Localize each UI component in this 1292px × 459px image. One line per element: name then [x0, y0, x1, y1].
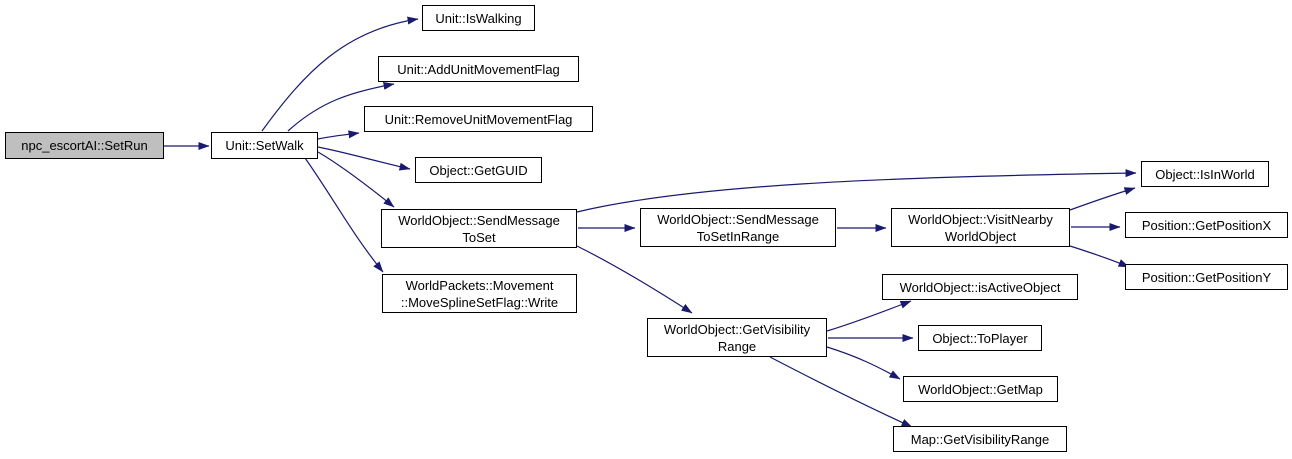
edge-setwalk-addflag [287, 81, 395, 132]
node-label: Object::IsInWorld [1155, 166, 1255, 182]
node-object-isinworld[interactable]: Object::IsInWorld [1141, 161, 1269, 187]
node-label: Unit::RemoveUnitMovementFlag [384, 111, 573, 127]
node-label: Unit::IsWalking [435, 10, 522, 26]
edge-visitnearby-isinworld [1069, 187, 1136, 211]
node-label: WorldObject::SendMessage ToSet [398, 212, 560, 245]
node-label: WorldObject::GetVisibility Range [663, 321, 811, 354]
edge-setwalk-getguid [317, 146, 411, 171]
edge-sendmsgtoset-isinworld [576, 169, 1137, 213]
node-label: WorldObject::GetMap [918, 381, 1043, 397]
node-label: npc_escortAI::SetRun [21, 138, 148, 153]
node-label: WorldObject::SendMessage ToSetInRange [657, 211, 819, 244]
node-unit-addunitmovementflag[interactable]: Unit::AddUnitMovementFlag [378, 56, 579, 82]
edge-setwalk-iswalking [261, 16, 419, 132]
edge-getvisrange-isactive [826, 300, 912, 332]
node-label: WorldPackets::Movement ::MoveSplineSetFl… [400, 277, 559, 310]
node-worldpackets-movesplinesetflag-write[interactable]: WorldPackets::Movement ::MoveSplineSetFl… [382, 274, 577, 313]
edge-setwalk-removeflag [317, 130, 360, 140]
node-label: Position::GetPositionX [1141, 217, 1272, 233]
node-object-toplayer[interactable]: Object::ToPlayer [918, 325, 1042, 351]
edge-setwalk-movespline [304, 157, 384, 273]
edge-sendmsgtoset-getvisrange [576, 245, 693, 314]
node-npc-escortai-setrun: npc_escortAI::SetRun [5, 132, 164, 159]
node-label: Object::GetGUID [429, 162, 528, 178]
edge-visitnearby-getpositiony [1069, 245, 1130, 268]
node-worldobject-sendmessagetoset[interactable]: WorldObject::SendMessage ToSet [381, 209, 577, 248]
node-label: Unit::SetWalk [225, 138, 304, 153]
node-label: WorldObject::isActiveObject [899, 279, 1061, 295]
edge-getvisrange-mapgetvis [769, 356, 913, 428]
node-worldobject-getmap[interactable]: WorldObject::GetMap [903, 376, 1058, 402]
node-label: Object::ToPlayer [932, 330, 1028, 346]
node-object-getguid[interactable]: Object::GetGUID [415, 157, 542, 183]
edge-setwalk-sendmsgtoset [317, 151, 395, 208]
node-unit-setwalk[interactable]: Unit::SetWalk [211, 132, 318, 159]
node-worldobject-isactiveobject[interactable]: WorldObject::isActiveObject [882, 274, 1078, 300]
node-label: Position::GetPositionY [1141, 269, 1272, 285]
node-label: Map::GetVisibilityRange [910, 431, 1050, 447]
node-unit-removeunitmovementflag[interactable]: Unit::RemoveUnitMovementFlag [364, 106, 593, 132]
node-label: WorldObject::VisitNearby WorldObject [908, 211, 1053, 244]
node-worldobject-visitnearbyworldobject[interactable]: WorldObject::VisitNearby WorldObject [891, 208, 1070, 247]
node-worldobject-getvisibilityrange[interactable]: WorldObject::GetVisibility Range [647, 318, 827, 357]
node-map-getvisibilityrange[interactable]: Map::GetVisibilityRange [893, 426, 1067, 452]
node-position-getpositionx[interactable]: Position::GetPositionX [1125, 212, 1288, 238]
edge-getvisrange-getmap [826, 346, 901, 380]
node-position-getpositiony[interactable]: Position::GetPositionY [1125, 264, 1288, 290]
node-worldobject-sendmessagetosetinrange[interactable]: WorldObject::SendMessage ToSetInRange [640, 208, 836, 247]
node-label: Unit::AddUnitMovementFlag [397, 61, 560, 77]
node-unit-iswalking[interactable]: Unit::IsWalking [422, 5, 535, 31]
